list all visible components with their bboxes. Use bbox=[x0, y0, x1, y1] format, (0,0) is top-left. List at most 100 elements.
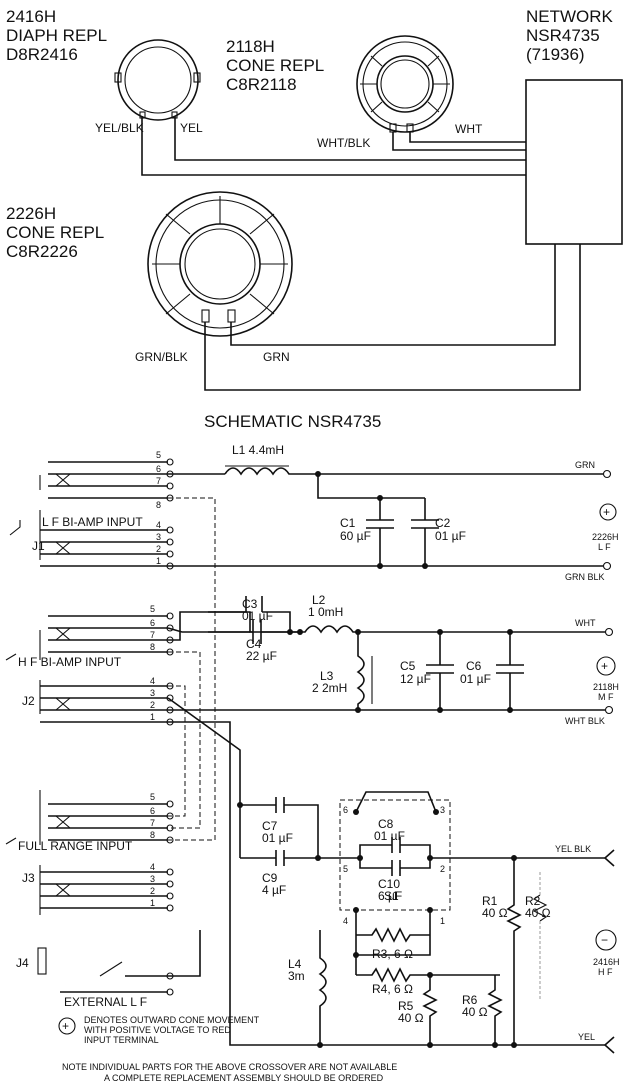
label-2226h-model: 2226H bbox=[6, 204, 56, 223]
label-c5-value: 12 µF bbox=[400, 672, 431, 686]
pin-j1-6: 6 bbox=[156, 464, 161, 474]
link-j1-j3 bbox=[168, 497, 216, 841]
label-j3: J3 bbox=[22, 871, 35, 885]
link-j2-j3b bbox=[168, 685, 186, 817]
label-c9-value: 4 µF bbox=[262, 883, 286, 897]
wire-label-yel-blk: YEL/BLK bbox=[95, 121, 144, 135]
pin-j2-5: 5 bbox=[150, 604, 155, 614]
pin-j1-7: 7 bbox=[156, 476, 161, 486]
capacitor-c5 bbox=[426, 632, 454, 710]
label-c4: C4 bbox=[246, 637, 262, 651]
label-c10: C10 bbox=[378, 877, 400, 891]
polarity-plus-mf-sign: + bbox=[601, 659, 608, 673]
capacitor-c9 bbox=[240, 850, 340, 866]
resistor-r6 bbox=[487, 975, 503, 1045]
s1-terminal-2: 2 bbox=[440, 864, 445, 874]
note-line-2: A COMPLETE REPLACEMENT ASSEMBLY SHOULD B… bbox=[104, 1073, 384, 1083]
note-line-1: NOTE INDIVIDUAL PARTS FOR THE ABOVE CROS… bbox=[62, 1062, 397, 1072]
schematic: L F BI-AMP INPUT J1 5 6 7 8 4 3 2 1 H F bbox=[5, 443, 620, 1054]
jack-j3: FULL RANGE INPUT J3 5 6 7 8 4 3 2 1 bbox=[5, 790, 168, 915]
polarity-plus-lf bbox=[599, 503, 617, 521]
polarity-plus-mf bbox=[596, 656, 616, 676]
wiring-diagram: 2416H DIAPH REPL D8R2416 YEL/BLK YEL 211… bbox=[6, 7, 623, 391]
legend-line-3: INPUT TERMINAL bbox=[84, 1035, 159, 1045]
wire-label-grn: GRN bbox=[263, 350, 290, 364]
label-c5: C5 bbox=[400, 659, 416, 673]
label-j2: J2 bbox=[22, 694, 35, 708]
speaker-2226h bbox=[147, 191, 293, 337]
pin-j2-3: 3 bbox=[150, 688, 155, 698]
capacitor-c10 bbox=[391, 860, 401, 876]
polarity-minus-hf-sign: − bbox=[601, 933, 608, 947]
label-out-yel: YEL bbox=[578, 1032, 595, 1042]
label-hf-model: 2416H bbox=[593, 957, 620, 967]
mf-section: C3 01 µF C4 22 µF L2 1 0mH L3 2 2mH C5 1… bbox=[167, 593, 619, 726]
pin-j2-4: 4 bbox=[150, 676, 155, 686]
label-r5: R5 bbox=[398, 999, 414, 1013]
wiring-lines bbox=[141, 116, 581, 391]
polarity-minus-hf bbox=[595, 929, 617, 951]
speaker-2118h bbox=[356, 35, 454, 133]
resistor-r4 bbox=[356, 967, 500, 983]
label-2118h-model: 2118H bbox=[226, 37, 275, 56]
resistor-r2 bbox=[532, 894, 548, 922]
label-out-yel-blk: YEL BLK bbox=[555, 844, 591, 854]
pin-j3-3: 3 bbox=[150, 874, 155, 884]
label-c10-value: 6 µF bbox=[378, 889, 402, 903]
external-lf-wire bbox=[168, 930, 201, 977]
label-out-wht: WHT bbox=[575, 618, 596, 628]
capacitor-c7 bbox=[240, 797, 319, 858]
wire-label-yel: YEL bbox=[180, 121, 203, 135]
output-yel-terminal bbox=[604, 1036, 615, 1054]
pin-j3-1: 1 bbox=[150, 898, 155, 908]
label-network-model: NSR4735 bbox=[526, 26, 600, 45]
label-l3-value: 2 2mH bbox=[312, 681, 347, 695]
label-l2: L2 bbox=[312, 593, 326, 607]
inductor-l4 bbox=[318, 930, 327, 1045]
label-network-code: (71936) bbox=[526, 45, 585, 64]
wire-label-wht-blk: WHT/BLK bbox=[317, 136, 370, 150]
label-lf-model: 2226H bbox=[592, 532, 619, 542]
label-r4: R4, 6 Ω bbox=[372, 982, 413, 996]
label-r3: R3, 6 Ω bbox=[372, 947, 413, 961]
pin-j2-6: 6 bbox=[150, 618, 155, 628]
label-l4: L4 bbox=[288, 957, 302, 971]
capacitor-c1 bbox=[366, 498, 394, 566]
wire-label-grn-blk: GRN/BLK bbox=[135, 350, 188, 364]
label-r2-value: 40 Ω bbox=[525, 906, 551, 920]
label-c8-value: 01 µF bbox=[374, 829, 405, 843]
label-2416h-part: D8R2416 bbox=[6, 45, 78, 64]
jack-j1: L F BI-AMP INPUT J1 5 6 7 8 4 3 2 1 bbox=[9, 450, 168, 567]
label-c3-value: 01 µF bbox=[242, 609, 273, 623]
label-2226h-part: C8R2226 bbox=[6, 242, 78, 261]
output-yel-blk-terminal bbox=[604, 849, 615, 867]
legend-plus-sign: + bbox=[62, 1019, 69, 1033]
pin-j1-1: 1 bbox=[156, 556, 161, 566]
label-2416h-desc: DIAPH REPL bbox=[6, 26, 107, 45]
wire-label-wht: WHT bbox=[455, 122, 483, 136]
label-r5-value: 40 Ω bbox=[398, 1011, 424, 1025]
label-l2-value: 1 0mH bbox=[308, 605, 343, 619]
label-l3: L3 bbox=[320, 669, 334, 683]
pin-j1-8: 8 bbox=[156, 500, 161, 510]
label-c2: C2 bbox=[435, 516, 451, 530]
label-r1: R1 bbox=[482, 894, 498, 908]
label-r6: R6 bbox=[462, 993, 478, 1007]
note: NOTE INDIVIDUAL PARTS FOR THE ABOVE CROS… bbox=[62, 1062, 397, 1083]
switch-s1-box bbox=[339, 799, 451, 911]
label-c7-value: 01 µF bbox=[262, 831, 293, 845]
label-out-wht-blk: WHT BLK bbox=[565, 716, 605, 726]
jack-j4: J4 EXTERNAL L F bbox=[16, 947, 168, 1009]
label-c9: C9 bbox=[262, 871, 278, 885]
label-mf-model: 2118H bbox=[593, 682, 619, 692]
label-lf-band: L F bbox=[598, 542, 611, 552]
label-r1-value: 40 Ω bbox=[482, 906, 508, 920]
inductor-l1 bbox=[224, 467, 603, 476]
label-out-grn: GRN bbox=[575, 460, 595, 470]
jack-terminals bbox=[166, 458, 174, 996]
pin-j3-2: 2 bbox=[150, 886, 155, 896]
label-r2: R2 bbox=[525, 894, 541, 908]
pin-j2-7: 7 bbox=[150, 630, 155, 640]
label-c6-value: 01 µF bbox=[460, 672, 491, 686]
